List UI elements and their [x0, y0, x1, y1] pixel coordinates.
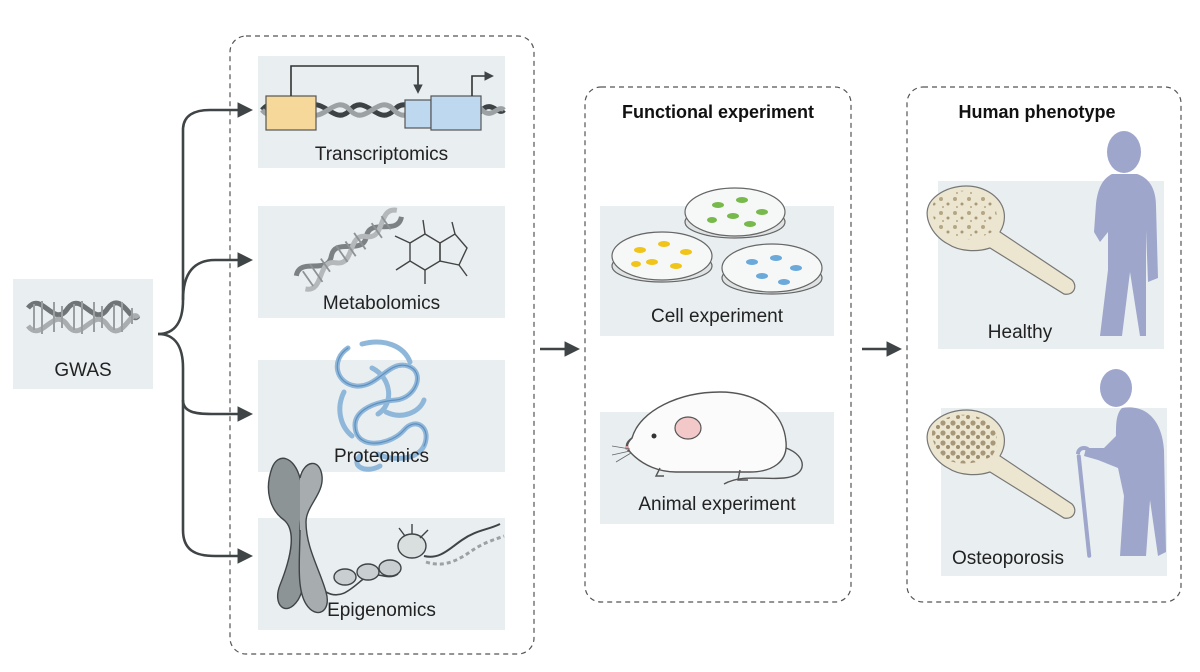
functional-title: Functional experiment — [621, 102, 815, 122]
dna-helix-icon — [26, 300, 141, 334]
mouse-icon — [611, 391, 803, 485]
epigenomics-label: Epigenomics — [327, 600, 436, 621]
chromosome-icon — [267, 457, 505, 614]
bone-icon-osteoporosis — [926, 409, 1076, 519]
person-silhouette-icon — [1094, 131, 1158, 336]
protein-icon-outline — [336, 347, 427, 447]
molecule-icon — [293, 207, 468, 292]
phenotype-title: Human phenotype — [958, 102, 1116, 122]
branch-connectors — [157, 102, 254, 564]
bone-icon — [926, 185, 1076, 295]
healthy-label: Healthy — [987, 322, 1053, 343]
proteomics-label: Proteomics — [333, 446, 430, 467]
elderly-person-silhouette-icon — [1076, 369, 1166, 558]
petri-dish-icon — [611, 187, 823, 295]
transcriptomics-label: Transcriptomics — [314, 144, 449, 165]
animal-experiment-label: Animal experiment — [638, 494, 796, 515]
phenotype-group-frame — [906, 86, 1182, 603]
gwas-label: GWAS — [54, 360, 112, 381]
gene-promoter-icon — [260, 65, 506, 131]
osteoporosis-label: Osteoporosis — [952, 548, 1064, 569]
metabolomics-label: Metabolomics — [322, 293, 441, 314]
functional-group-frame — [584, 86, 852, 603]
omics-group-frame — [229, 35, 535, 655]
cell-experiment-label: Cell experiment — [651, 306, 783, 327]
